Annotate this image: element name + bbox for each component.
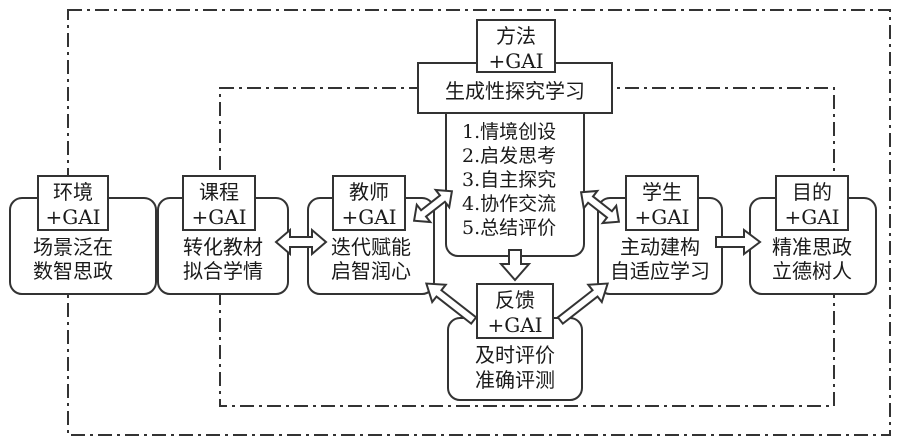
environment-gai: +GAI (45, 205, 100, 229)
node-method: 方法 +GAI 生成性探究学习 1.情境创设 2.启发思考 3.自主探究 4.协… (417, 19, 613, 257)
curriculum-line-2: 拟合学情 (183, 259, 263, 283)
arrow-teacher-method (412, 188, 454, 224)
method-tag: 方法 (496, 24, 536, 48)
method-step-1: 1.情境创设 (462, 121, 556, 143)
node-teacher: 教师 +GAI 迭代赋能 启智润心 (307, 175, 435, 295)
student-tag: 学生 (642, 180, 682, 204)
curriculum-line-1: 转化教材 (183, 235, 263, 259)
environment-line-2: 数智思政 (33, 259, 113, 283)
environment-tag: 环境 (53, 180, 93, 204)
node-curriculum: 课程 +GAI 转化教材 拟合学情 (157, 175, 289, 295)
curriculum-gai: +GAI (191, 205, 246, 229)
teacher-gai: +GAI (341, 205, 396, 229)
arrow-feedback-teacher (424, 282, 478, 326)
arrow-method-feedback (498, 249, 532, 282)
teacher-line-1: 迭代赋能 (331, 235, 411, 259)
feedback-line-2: 准确评测 (475, 368, 555, 392)
environment-line-1: 场景泛在 (33, 235, 113, 259)
method-step-4: 4.协作交流 (462, 193, 556, 215)
node-feedback: 反馈 +GAI 及时评价 准确评测 (447, 283, 583, 401)
arrow-method-student (579, 189, 621, 225)
method-title: 生成性探究学习 (445, 79, 585, 103)
node-goal: 目的 +GAI 精准思政 立德树人 (749, 175, 877, 295)
method-step-3: 3.自主探究 (462, 169, 556, 191)
teacher-line-2: 启智润心 (331, 259, 411, 283)
node-student: 学生 +GAI 主动建构 自适应学习 (597, 175, 723, 295)
curriculum-tag: 课程 (199, 180, 239, 204)
method-gai: +GAI (488, 49, 543, 73)
goal-line-2: 立德树人 (772, 259, 852, 283)
arrow-curriculum-teacher (274, 227, 328, 257)
teacher-tag: 教师 (349, 180, 389, 204)
method-step-5: 5.总结评价 (462, 217, 556, 239)
feedback-line-1: 及时评价 (475, 343, 555, 367)
student-gai: +GAI (634, 205, 689, 229)
node-environment: 环境 +GAI 场景泛在 数智思政 (9, 175, 157, 295)
goal-gai: +GAI (784, 205, 839, 229)
arrow-student-goal (715, 228, 762, 256)
goal-line-1: 精准思政 (772, 235, 852, 259)
arrow-feedback-student (556, 282, 610, 326)
feedback-tag: 反馈 (495, 288, 535, 312)
student-line-2: 自适应学习 (610, 259, 710, 283)
method-step-2: 2.启发思考 (462, 145, 556, 167)
student-line-1: 主动建构 (620, 235, 700, 259)
feedback-gai: +GAI (487, 313, 542, 337)
goal-tag: 目的 (792, 180, 832, 204)
